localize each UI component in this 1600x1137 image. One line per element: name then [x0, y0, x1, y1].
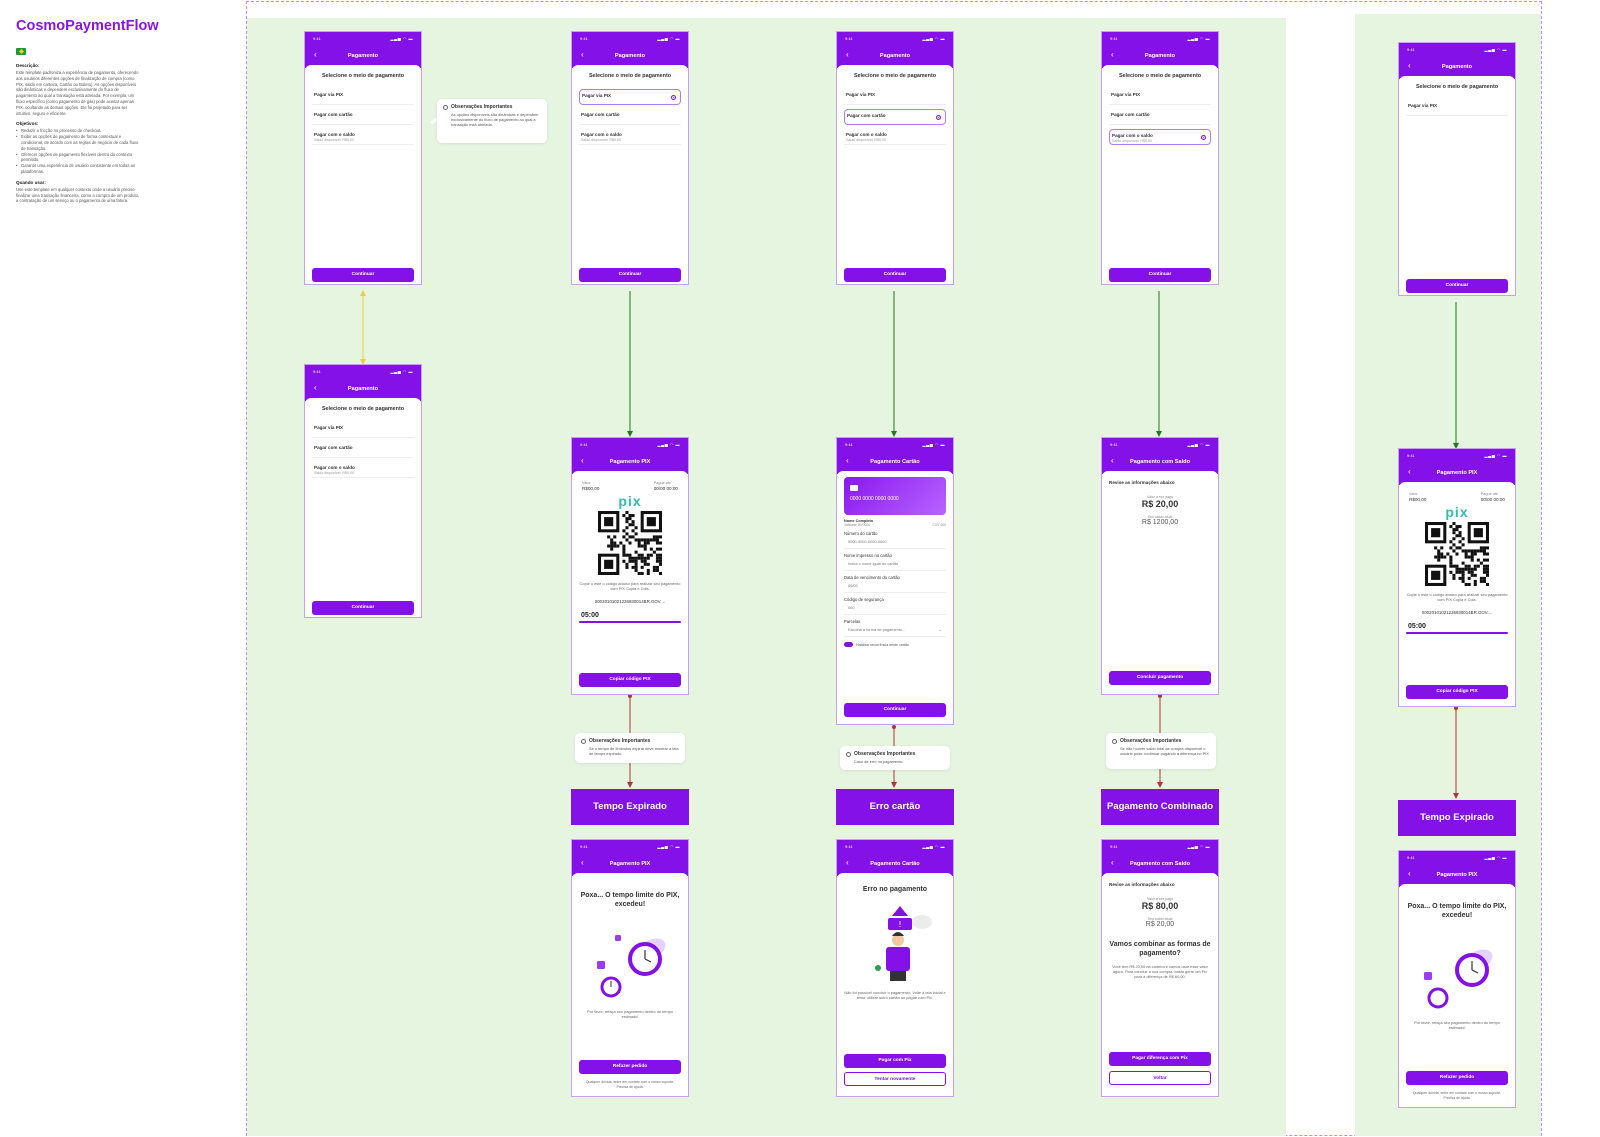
card-expiry-input[interactable]: 00/00	[844, 580, 946, 593]
screen-saldo: 9:41▂▃▅ ◠ ▬‹Pagamento com Saldo Revise a…	[1101, 437, 1219, 695]
screen-select-alt: 9:41▂▃▅ ◠ ▬‹Pagamento Selecione o meio d…	[304, 364, 422, 618]
note-dynamic-options: Observações Importantes As opções dispon…	[437, 99, 547, 143]
state-expired: Tempo Expirado	[571, 789, 689, 825]
note-pix-timeout: Observações Importantes Se o tempo de 5m…	[575, 733, 685, 763]
continue-button[interactable]: Continuar	[312, 268, 414, 282]
obj-item: Garantir uma experiência de usuário cons…	[16, 163, 140, 175]
screen-select-saldo: 9:41▂▃▅ ◠ ▬‹Pagamento Selecione o meio d…	[1101, 31, 1219, 285]
option-card[interactable]: Pagar com cartão	[579, 109, 681, 125]
pix-code: 00020101021226930014BR.GOV....	[594, 599, 666, 604]
screen-combined: 9:41▂▃▅ ◠ ▬‹Pagamento com Saldo Revise a…	[1101, 839, 1219, 1097]
search-icon	[846, 751, 851, 757]
continue-button[interactable]: Continuar	[844, 703, 946, 717]
recurrence-toggle[interactable]	[844, 642, 853, 647]
brand-title: CosmoPaymentFlow	[16, 18, 159, 34]
alarm-clock-illustration	[1424, 949, 1493, 1009]
screen-select-pix-only: 9:41▂▃▅ ◠ ▬‹Pagamento Selecione o meio d…	[1398, 42, 1516, 296]
back-icon[interactable]: ‹	[314, 50, 317, 59]
redo-order-button[interactable]: Refazer pedido	[579, 1060, 681, 1074]
continue-button[interactable]: Continuar	[312, 601, 414, 615]
pix-logo: pix	[618, 493, 642, 509]
obj-heading: Objetivos:	[16, 121, 39, 127]
continue-button[interactable]: Continuar	[579, 268, 681, 282]
desc-heading: Descrição:	[16, 63, 40, 68]
chip-icon	[850, 485, 858, 491]
search-icon	[443, 104, 448, 110]
card-cvv-input[interactable]: 000	[844, 602, 946, 615]
obj-item: Oferecer opções de pagamento flexíveis d…	[16, 152, 140, 164]
pix-code: 00020101021226930014BR.GOV....	[1421, 610, 1493, 615]
obj-item: Exibir as opções de pagamento de forma c…	[16, 134, 140, 151]
screen-card: 9:41▂▃▅ ◠ ▬‹Pagamento Cartão 0000 0000 0…	[836, 437, 954, 725]
option-pix-selected[interactable]: Pagar via PIX	[579, 89, 681, 105]
chevron-down-icon: ⌄	[938, 627, 942, 632]
card-name-input[interactable]: Insira o nome igual do cartão	[844, 558, 946, 571]
continue-button[interactable]: Continuar	[1109, 268, 1211, 282]
pay-with-pix-button[interactable]: Pagar com Pix	[844, 1054, 946, 1068]
card-number-input[interactable]: 0000-0000-0000-0000	[844, 536, 946, 549]
option-card[interactable]: Pagar com cartão	[312, 442, 414, 458]
pay-diff-pix-button[interactable]: Pagar diferença com Pix	[1109, 1052, 1211, 1066]
error-person-illustration: !	[875, 906, 932, 981]
option-card[interactable]: Pagar com cartão	[1109, 109, 1211, 125]
option-pix[interactable]: Pagar via PIX	[844, 89, 946, 105]
obj-item: Reduzir a fricção no processo de checkou…	[16, 128, 140, 134]
brazil-flag-icon	[16, 48, 26, 55]
option-pix[interactable]: Pagar via PIX	[1406, 100, 1508, 116]
finish-payment-button[interactable]: Concluir pagamento	[1109, 671, 1211, 685]
pix-timer: 05:00	[1408, 623, 1426, 630]
continue-button[interactable]: Continuar	[844, 268, 946, 282]
back-button[interactable]: Voltar	[1109, 1071, 1211, 1085]
screen-expired-pix-only: 9:41▂▃▅ ◠ ▬‹Pagamento PIX Poxa... O temp…	[1398, 850, 1516, 1108]
screen-select-card: 9:41▂▃▅ ◠ ▬‹Pagamento Selecione o meio d…	[836, 31, 954, 285]
note-card-error: Observações Importantes Caso de erro no …	[840, 746, 950, 770]
copy-pix-button[interactable]: Copiar código PIX	[579, 673, 681, 687]
option-card-selected[interactable]: Pagar com cartão	[844, 109, 946, 125]
pix-timer: 05:00	[581, 612, 599, 619]
option-card[interactable]: Pagar com cartão	[312, 109, 414, 125]
option-pix[interactable]: Pagar via PIX	[312, 422, 414, 438]
screen-card-error: 9:41▂▃▅ ◠ ▬‹Pagamento Cartão Erro no pag…	[836, 839, 954, 1097]
search-icon	[1112, 738, 1117, 744]
search-icon	[581, 738, 586, 744]
alarm-clock-illustration	[597, 935, 666, 998]
svg-text:!: !	[898, 920, 901, 929]
copy-pix-button[interactable]: Copiar código PIX	[1406, 685, 1508, 699]
state-card-error: Erro cartão	[836, 789, 954, 825]
screen-select-pix: 9:41▂▃▅ ◠ ▬‹Pagamento Selecione o meio d…	[571, 31, 689, 285]
state-combined: Pagamento Combinado	[1101, 789, 1219, 825]
installments-select[interactable]: Escolha a forma de pagamento...⌄	[844, 624, 946, 637]
pix-logo: pix	[1445, 504, 1469, 520]
sidebar: CosmoPaymentFlow Descrição: Este templat…	[16, 18, 159, 204]
screen-expired: 9:41▂▃▅ ◠ ▬‹Pagamento PIX Poxa... O temp…	[571, 839, 689, 1097]
option-pix[interactable]: Pagar via PIX	[1109, 89, 1211, 105]
state-expired-pix-only: Tempo Expirado	[1398, 800, 1516, 836]
when-heading: Quando usar:	[16, 179, 46, 185]
try-again-button[interactable]: Tentar novamente	[844, 1072, 946, 1086]
desc-text: Este template padroniza a experiência de…	[16, 70, 139, 116]
continue-button[interactable]: Continuar	[1406, 279, 1508, 293]
card-preview: 0000 0000 0000 0000	[844, 477, 946, 515]
redo-order-button[interactable]: Refazer pedido	[1406, 1071, 1508, 1085]
qr-code	[598, 511, 662, 575]
screen-select-default: 9:41▂▃▅ ◠ ▬‹Pagamento Selecione o meio d…	[304, 31, 422, 285]
note-saldo-diff: Observações Importantes Se não houver sa…	[1106, 733, 1216, 769]
when-text: Use este template em qualquer contexto o…	[16, 186, 140, 204]
qr-code	[1425, 522, 1489, 586]
option-pix[interactable]: Pagar via PIX	[312, 89, 414, 105]
